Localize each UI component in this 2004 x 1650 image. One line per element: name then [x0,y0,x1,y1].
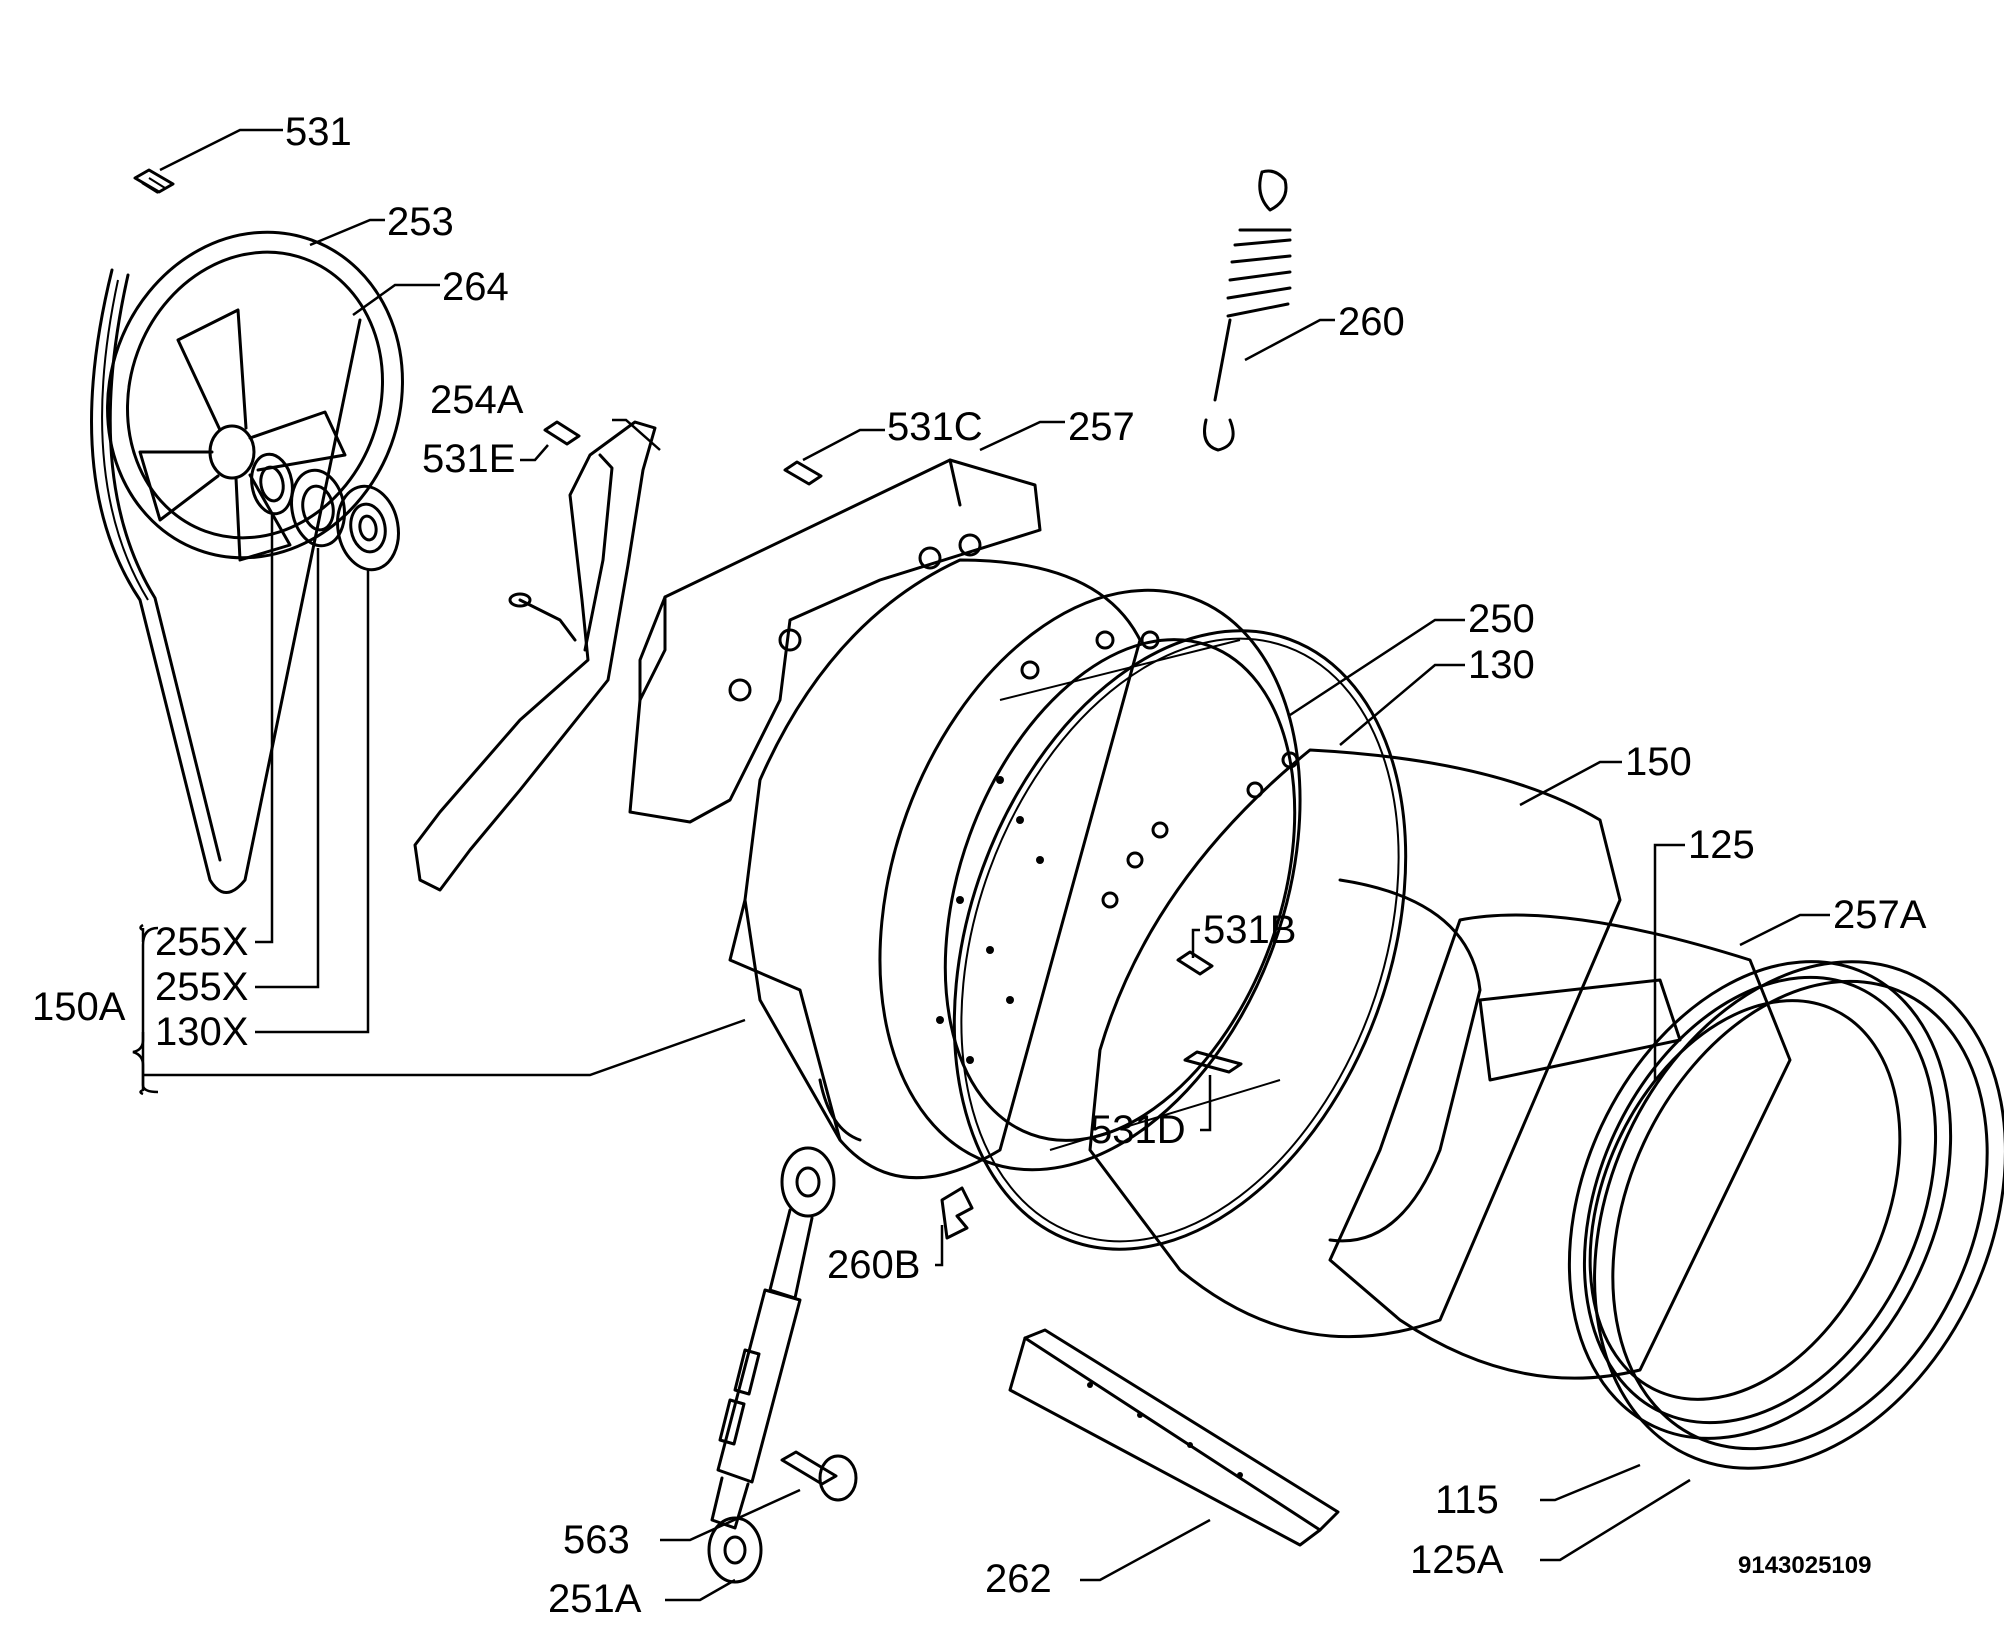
screw-531c [783,460,823,486]
callout-260: 260 [1338,300,1405,344]
leader-lines [139,128,1830,1602]
seal-130x [336,484,400,572]
rear-tub-150a [728,558,1160,1180]
front-tub-150 [1088,748,1622,1339]
drawing-code: 9143025109 [1738,1552,1871,1579]
belt-264 [90,268,362,894]
callout-531b: 531B [1203,908,1296,952]
clip-260b [940,1186,974,1240]
callout-130: 130 [1468,643,1535,687]
spring-260 [1203,169,1292,452]
callout-260b: 260B [827,1243,920,1287]
front-counterweight-257a [1328,913,1792,1380]
bearing-255x-small [250,452,294,516]
clamp-ring-125a [1593,960,2004,1470]
counterweight-257 [628,458,1042,824]
callout-150: 150 [1625,740,1692,784]
drum-250 [878,588,1302,1172]
callout-150a: 150A [32,985,126,1029]
screw-531e [543,420,581,446]
bracket-254a [413,420,657,892]
bolt-563 [780,1450,858,1502]
screw-531d [1183,1050,1243,1074]
callout-264: 264 [442,265,509,309]
callout-563: 563 [563,1518,630,1562]
screw-531 [133,168,175,194]
seal-ring-130 [952,629,1408,1251]
callout-255x-1: 255X [155,920,248,964]
pulley-253 [106,230,404,562]
callout-257a: 257A [1833,893,1927,937]
callout-251a: 251A [548,1577,642,1621]
callout-253: 253 [387,200,454,244]
callout-labels: 531 253 264 260 254A 531E 531C 257 250 1… [32,110,1927,1621]
screw-531b [1176,950,1214,976]
callout-115: 115 [1435,1478,1499,1522]
shock-absorber-251a [707,1146,836,1584]
callout-531c: 531C [887,405,983,449]
callout-257: 257 [1068,405,1135,449]
callout-250: 250 [1468,597,1535,641]
callout-125a: 125A [1410,1538,1504,1582]
callout-262: 262 [985,1557,1052,1601]
callout-531d: 531D [1090,1108,1186,1152]
callout-254a: 254A [430,378,524,422]
callout-531e: 531E [422,437,515,481]
callout-125: 125 [1688,823,1755,867]
bracket-150a [132,926,159,1094]
callout-531: 531 [285,110,352,154]
callout-130x: 130X [155,1010,248,1054]
bearing-255x-large [290,468,346,548]
callout-255x-2: 255X [155,965,248,1009]
weight-bar-262 [1008,1328,1340,1547]
